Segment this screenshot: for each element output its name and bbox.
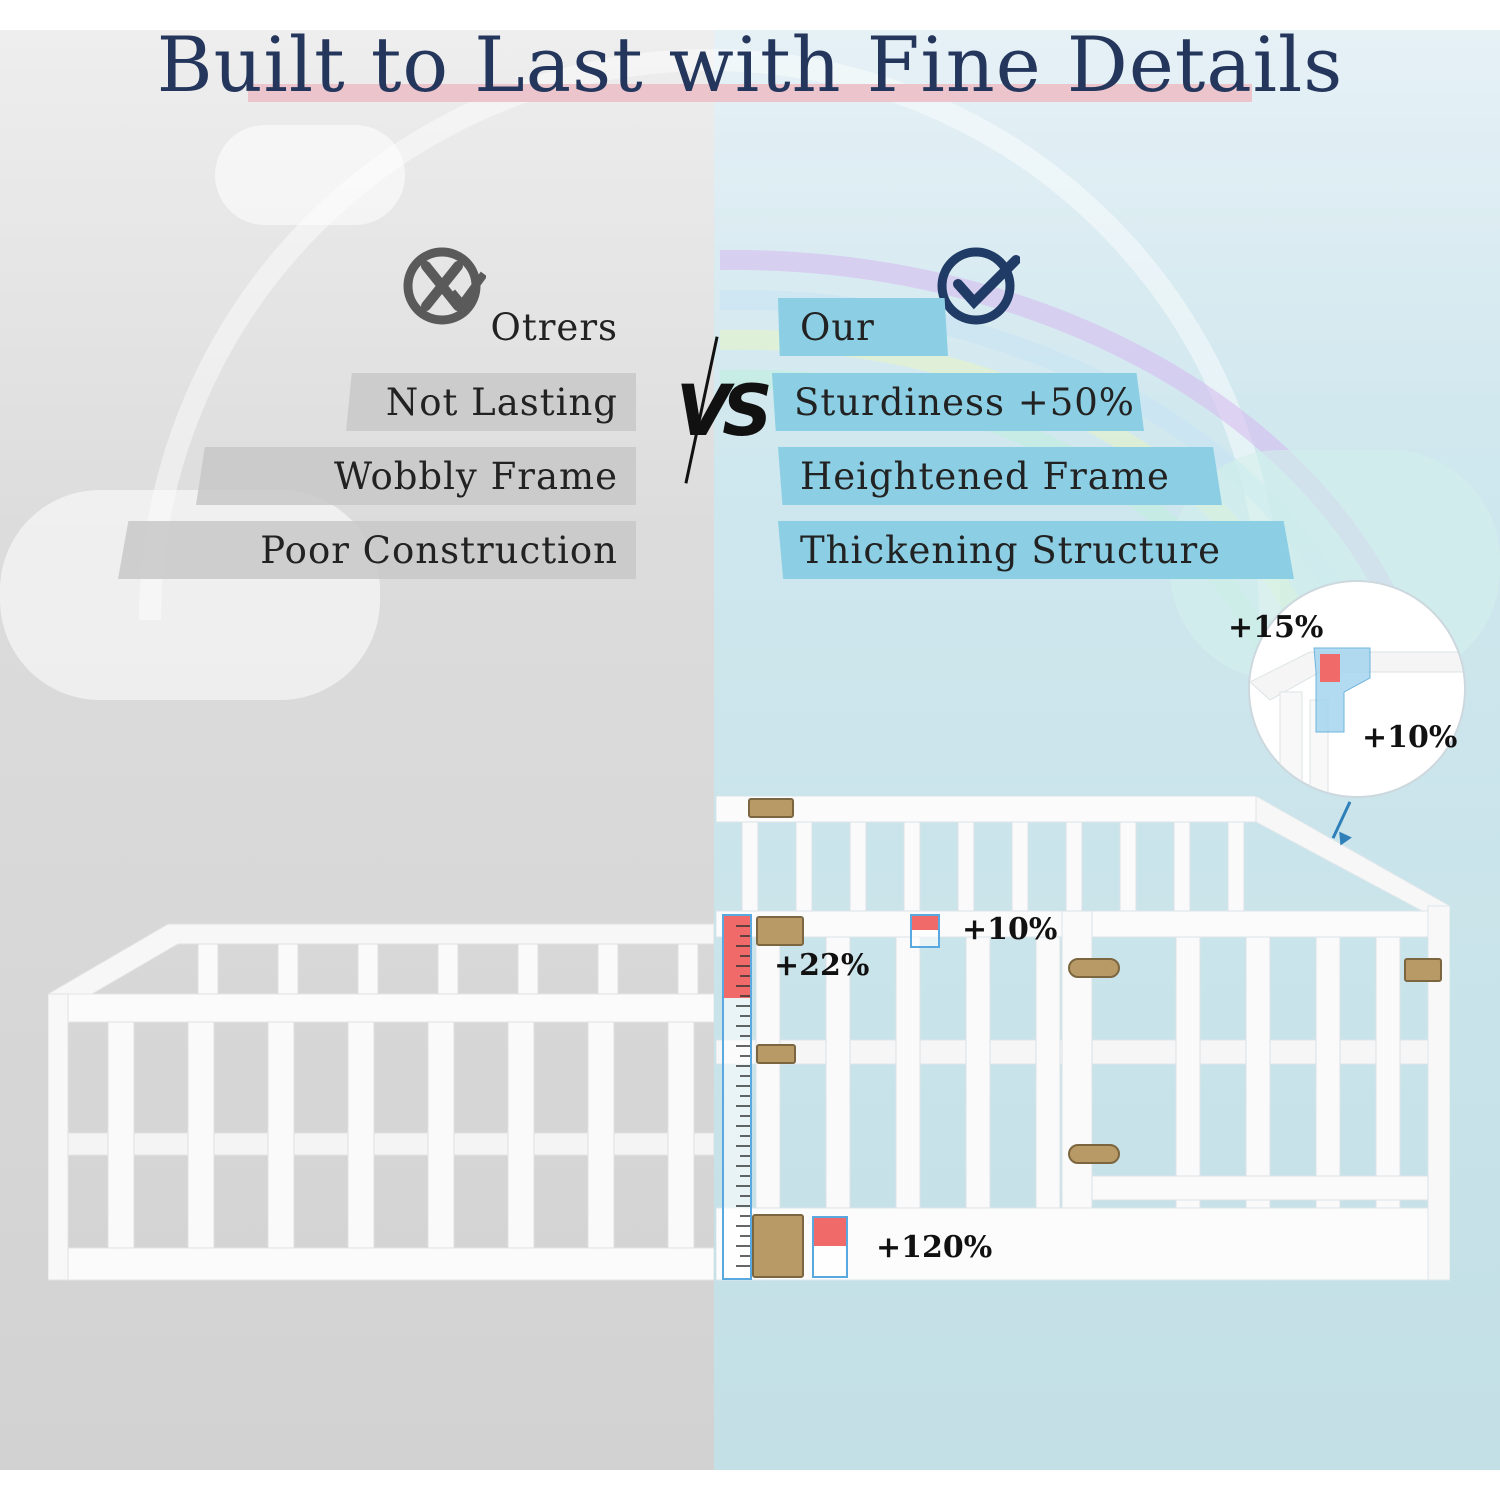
hinge-icon — [1068, 958, 1120, 978]
ours-heading-row: Our — [778, 298, 948, 356]
others-item-row: Poor Construction — [118, 521, 636, 579]
cloud-decoration — [215, 125, 405, 225]
small-ruler — [910, 914, 940, 948]
latch-icon — [1404, 958, 1442, 982]
zoom-detail-circle — [1248, 580, 1466, 798]
others-item-row: Not Lasting — [346, 373, 636, 431]
ours-item-label: Thickening Structure — [800, 528, 1222, 572]
post-percent: +22% — [774, 948, 870, 983]
others-heading-row: Otrers — [350, 298, 636, 356]
check-circle-icon — [936, 244, 1021, 332]
zoom-side-percent: +10% — [1362, 720, 1458, 755]
page-title: Built to Last with Fine Details — [156, 20, 1344, 109]
bracket-plate — [756, 916, 804, 946]
x-circle-icon — [402, 244, 488, 332]
title-underline — [248, 84, 1252, 102]
others-heading: Otrers — [490, 305, 618, 349]
height-ruler — [722, 914, 752, 1280]
others-item-label: Poor Construction — [260, 528, 618, 572]
others-item-row: Wobbly Frame — [196, 447, 636, 505]
hinge-icon — [1068, 1144, 1120, 1164]
ours-item-row: Heightened Frame — [778, 447, 1222, 505]
ours-item-row: Thickening Structure — [778, 521, 1294, 579]
ours-item-label: Sturdiness +50% — [794, 380, 1135, 424]
ours-bed-frame-image — [716, 796, 1450, 1281]
others-item-label: Not Lasting — [385, 380, 618, 424]
bracket-plate — [752, 1214, 804, 1278]
ours-heading: Our — [800, 305, 875, 349]
ruler-ticks — [736, 925, 750, 1267]
others-bed-frame-image — [48, 923, 714, 1281]
bracket-plate — [748, 798, 794, 818]
bottom-percent: +120% — [876, 1230, 993, 1265]
ours-item-label: Heightened Frame — [800, 454, 1170, 498]
ours-item-row: Sturdiness +50% — [772, 373, 1144, 431]
small-ruler — [812, 1216, 848, 1278]
others-item-label: Wobbly Frame — [333, 454, 618, 498]
zoom-top-percent: +15% — [1228, 610, 1324, 645]
top-rail-percent: +10% — [962, 912, 1058, 947]
ruler-red-segment — [724, 916, 750, 998]
vs-label: VS — [676, 370, 773, 452]
bracket-plate — [756, 1044, 796, 1064]
